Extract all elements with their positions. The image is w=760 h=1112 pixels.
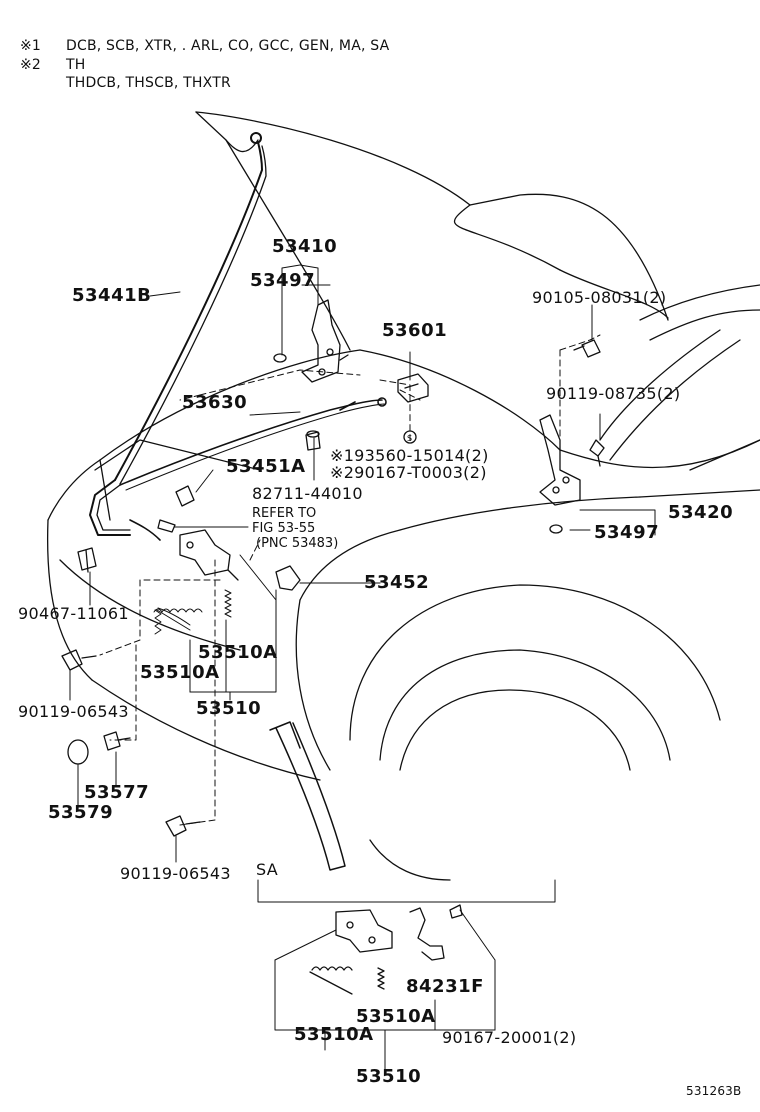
- sa-arrow: [269, 721, 346, 871]
- part-label-53420[interactable]: 53420: [668, 502, 734, 523]
- note-1-mark: ※1: [20, 38, 42, 54]
- latch-53452: [275, 565, 301, 591]
- bolt-90119-b: [165, 815, 201, 837]
- note-3-text: THDCB, THSCB, THXTR: [66, 75, 231, 91]
- hood-hinge-left: [273, 299, 349, 383]
- part-label-53601[interactable]: 53601: [382, 320, 448, 341]
- sa-detail-box: [257, 879, 556, 1071]
- sa-hood-lock: [309, 904, 463, 995]
- note-2-mark: ※2: [20, 57, 42, 73]
- figure-id: 531263B: [686, 1084, 742, 1098]
- part-label-90119-06543-b[interactable]: 90119-06543: [120, 864, 231, 883]
- hood-bumper: [175, 485, 195, 507]
- part-label-53441b[interactable]: 53441B: [72, 285, 152, 306]
- part-label-90105-08031[interactable]: 90105-08031(2): [532, 288, 667, 307]
- sa-label: SA: [256, 860, 278, 879]
- part-label-53452[interactable]: 53452: [364, 572, 430, 593]
- part-label-90167-t0003[interactable]: ※290167-T0003(2): [330, 463, 487, 482]
- part-label-53577[interactable]: 53577: [84, 782, 150, 803]
- hood-lock-striker: S: [397, 373, 429, 444]
- cushion-82711: [305, 430, 321, 451]
- refer-line-2[interactable]: FIG 53-55: [252, 521, 316, 536]
- clip-90467: [77, 547, 97, 573]
- release-cable: [119, 397, 387, 541]
- screw-53577: [103, 731, 131, 751]
- note-1-text: DCB, SCB, XTR, . ARL, CO, GCC, GEN, MA, …: [66, 38, 390, 54]
- part-label-53630[interactable]: 53630: [182, 392, 248, 413]
- note-2-text: TH: [66, 57, 86, 73]
- part-label-53510a-2[interactable]: 53510A: [140, 662, 220, 683]
- part-label-53579[interactable]: 53579: [48, 802, 114, 823]
- hood-lock-assembly: [157, 519, 239, 581]
- part-label-90467-11061[interactable]: 90467-11061: [18, 604, 129, 623]
- vehicle-body-outline: [46, 284, 760, 881]
- part-label-90167-20001[interactable]: 90167-20001(2): [442, 1028, 577, 1047]
- refer-line-1: REFER TO: [252, 506, 317, 521]
- bolt-90119-a: [61, 649, 97, 671]
- part-label-53497-b[interactable]: 53497: [594, 522, 660, 543]
- hood-support-rod: [89, 132, 267, 536]
- part-label-93560-15014[interactable]: ※193560-15014(2): [330, 446, 489, 465]
- dashed-leader-lines: [99, 334, 601, 826]
- hood-hinge-right: [539, 414, 605, 534]
- part-label-84231f[interactable]: 84231F: [406, 976, 484, 997]
- part-label-90119-08735[interactable]: 90119-08735(2): [546, 384, 681, 403]
- leader-lines: [69, 264, 656, 863]
- cap-53579: [67, 739, 89, 765]
- svg-text:S: S: [407, 434, 412, 443]
- refer-line-3: (PNC 53483): [256, 536, 339, 551]
- sa-part-label-53510a-1[interactable]: 53510A: [356, 1006, 436, 1027]
- sa-part-label-53510[interactable]: 53510: [356, 1066, 422, 1087]
- part-label-53410[interactable]: 53410: [272, 236, 338, 257]
- hood-panel-outline: [195, 111, 669, 351]
- sa-part-label-53510a-2[interactable]: 53510A: [294, 1024, 374, 1045]
- part-label-53497-a[interactable]: 53497: [250, 270, 316, 291]
- part-label-90119-06543-a[interactable]: 90119-06543: [18, 702, 129, 721]
- part-label-53510[interactable]: 53510: [196, 698, 262, 719]
- springs: [153, 589, 232, 635]
- part-label-53510a-1[interactable]: 53510A: [198, 642, 278, 663]
- bolt-90105: [573, 339, 601, 358]
- part-label-82711-44010[interactable]: 82711-44010: [252, 484, 363, 503]
- part-label-53451a[interactable]: 53451A: [226, 456, 306, 477]
